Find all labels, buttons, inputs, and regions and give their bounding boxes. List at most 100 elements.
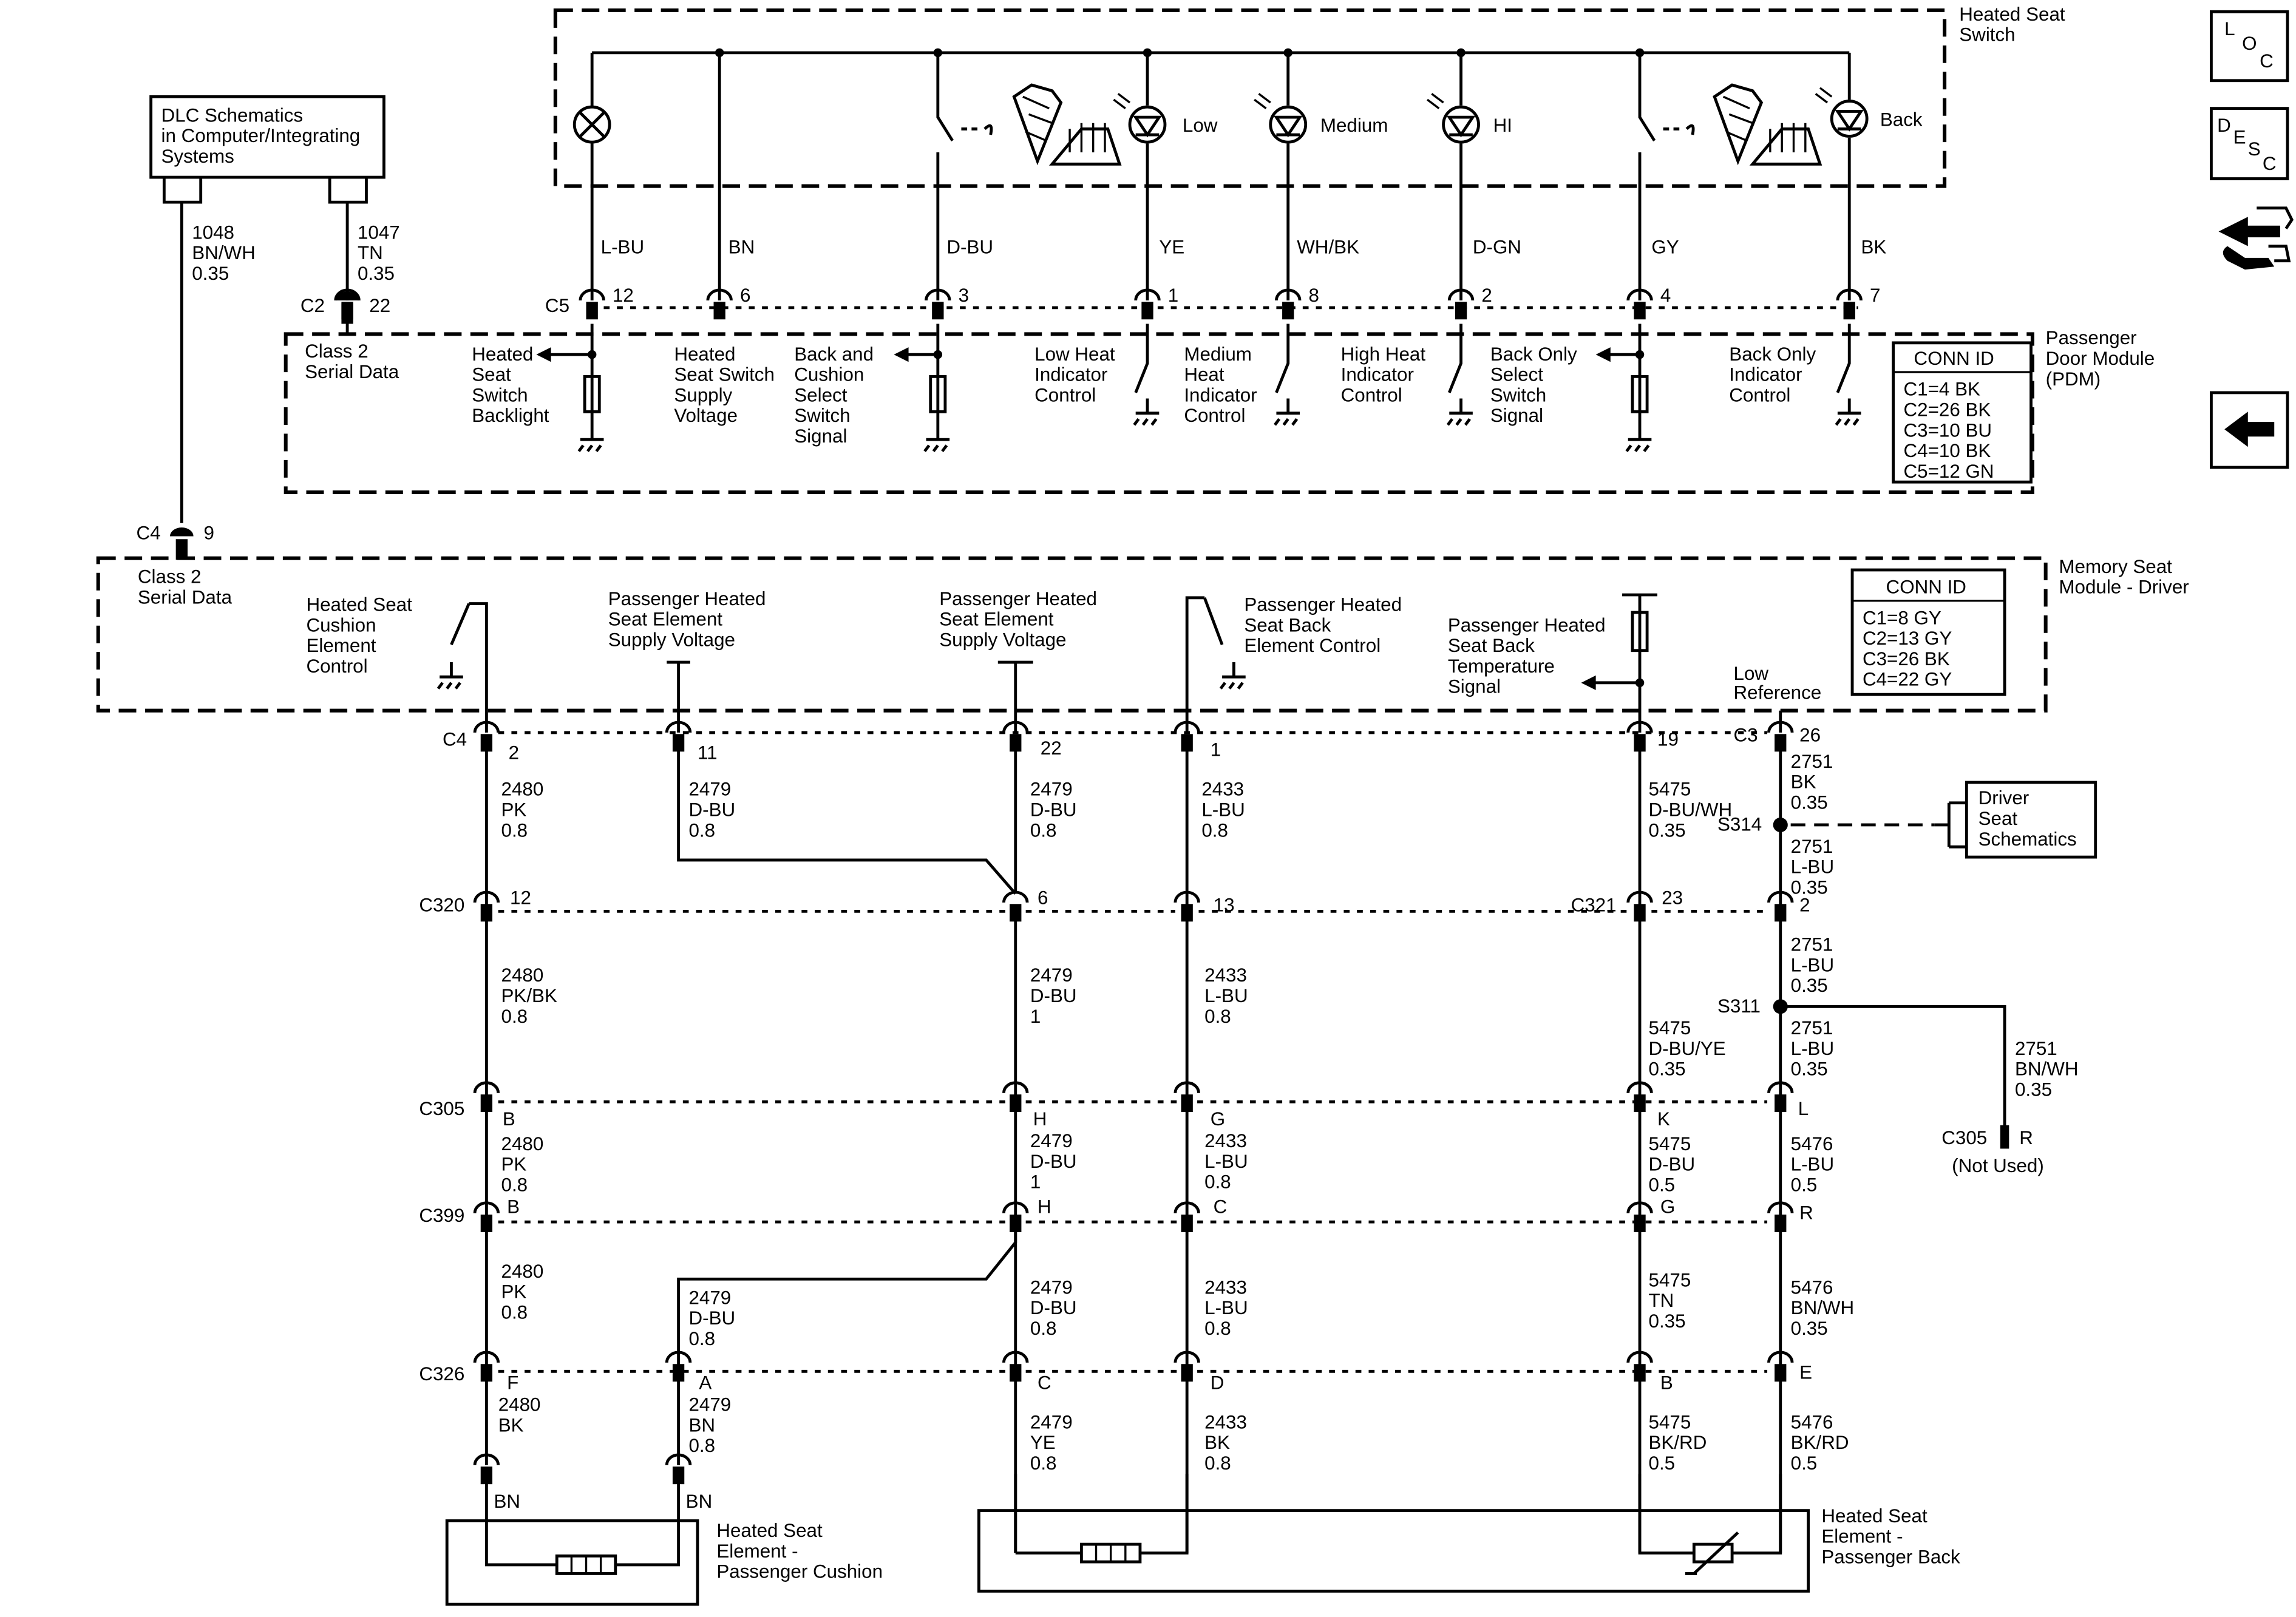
dlc-schematics-box[interactable]: DLC Schematics in Computer/Integrating S… bbox=[149, 95, 385, 179]
svg-text:Seat Back: Seat Back bbox=[1244, 614, 1331, 636]
desc-button[interactable]: D E S C bbox=[2210, 107, 2289, 180]
switch-title-2: Switch bbox=[1959, 24, 2015, 46]
pdm-function-label: Indicator bbox=[1729, 364, 1802, 385]
svg-text:C2=13 GY: C2=13 GY bbox=[1863, 628, 1952, 649]
seat-heat-icon-2 bbox=[1713, 83, 1822, 166]
svg-text:S311: S311 bbox=[1717, 995, 1761, 1017]
wire-label: L-BU bbox=[1791, 1038, 1834, 1059]
svg-text:Driver: Driver bbox=[1978, 787, 2029, 808]
svg-text:Seat Element: Seat Element bbox=[608, 609, 723, 630]
svg-text:Signal: Signal bbox=[1448, 676, 1501, 697]
svg-text:Element: Element bbox=[306, 635, 376, 656]
wire-label: 2479 bbox=[1030, 1411, 1073, 1432]
svg-text:C399: C399 bbox=[419, 1205, 464, 1226]
wire-label: 0.35 bbox=[1649, 1310, 1686, 1332]
passenger-door-module: Passenger Door Module (PDM) C5 C2 22 Cla… bbox=[284, 237, 2155, 495]
c5-label: C5 bbox=[545, 295, 569, 316]
wire-label: 2433 bbox=[1204, 1276, 1247, 1298]
svg-text:in Computer/Integrating: in Computer/Integrating bbox=[161, 125, 361, 146]
svg-text:Passenger Back: Passenger Back bbox=[1821, 1547, 1960, 1568]
wire-label: 5475 bbox=[1649, 1017, 1691, 1039]
svg-text:C: C bbox=[1214, 1196, 1228, 1218]
pdm-function-label: Back and bbox=[794, 344, 874, 365]
switch-title-1: Heated Seat bbox=[1959, 4, 2065, 25]
svg-text:D: D bbox=[2217, 115, 2231, 136]
svg-text:BN: BN bbox=[686, 1491, 713, 1512]
wire-label: 0.8 bbox=[688, 1328, 715, 1349]
msm-conn-id-table: CONN ID C1=8 GY C2=13 GY C3=26 BK C4=22 … bbox=[1850, 568, 2006, 696]
harness-connector bbox=[1767, 1351, 1794, 1382]
wire-label: 2480 bbox=[501, 1261, 544, 1282]
wire-label: BK bbox=[498, 1414, 524, 1436]
wire-label: 2751 bbox=[1791, 836, 1833, 857]
svg-text:A: A bbox=[699, 1372, 712, 1393]
wire-label: 0.5 bbox=[1649, 1174, 1676, 1195]
harness-connector bbox=[1626, 720, 1653, 752]
svg-text:Seat: Seat bbox=[1978, 808, 2018, 829]
wire-label: 0.8 bbox=[1030, 1318, 1057, 1339]
svg-text:1048: 1048 bbox=[192, 222, 234, 243]
svg-text:Supply Voltage: Supply Voltage bbox=[939, 629, 1066, 650]
svg-text:R: R bbox=[2019, 1127, 2033, 1148]
pdm-function-label: Signal bbox=[794, 425, 847, 447]
pdm-c5-pin-connector bbox=[1275, 288, 1302, 320]
harness-connector bbox=[1173, 720, 1200, 752]
wire-label: 5476 bbox=[1791, 1133, 1833, 1154]
svg-text:CONN ID: CONN ID bbox=[1886, 577, 1966, 598]
pdm-wire-color: L-BU bbox=[601, 237, 644, 258]
pdm-pin-number: 12 bbox=[613, 285, 634, 306]
pdm-function-label: Signal bbox=[1490, 405, 1543, 426]
svg-text:S314: S314 bbox=[1717, 814, 1762, 835]
svg-text:12: 12 bbox=[510, 887, 531, 908]
svg-text:Heated Seat: Heated Seat bbox=[716, 1520, 823, 1541]
svg-text:Temperature: Temperature bbox=[1448, 656, 1555, 677]
wire-label: PK bbox=[501, 1281, 527, 1303]
svg-text:23: 23 bbox=[1662, 887, 1683, 908]
pdm-c5-pin-connector bbox=[706, 288, 733, 320]
svg-text:C2=26 BK: C2=26 BK bbox=[1904, 399, 1991, 421]
loc-button[interactable]: L O C bbox=[2210, 10, 2289, 83]
back-led-icon bbox=[1815, 87, 1869, 138]
pdm-wire-color: BK bbox=[1861, 237, 1887, 258]
lamp-label-medium: Medium bbox=[1320, 115, 1388, 136]
pdm-function-label: Switch bbox=[472, 384, 528, 405]
svg-text:F: F bbox=[507, 1372, 518, 1393]
lamp-label-hi: HI bbox=[1493, 115, 1512, 136]
driver-seat-schematics-box[interactable]: Driver Seat Schematics bbox=[1965, 781, 2097, 859]
svg-text:19: 19 bbox=[1657, 729, 1679, 750]
pdm-pin-number: 8 bbox=[1309, 285, 1319, 306]
wire-label: D-BU bbox=[1030, 1151, 1077, 1172]
pdm-function-label: Back Only bbox=[1490, 344, 1577, 365]
pdm-function-label: Seat Switch bbox=[674, 364, 775, 385]
wire-label: 0.8 bbox=[1030, 819, 1057, 841]
svg-text:Schematics: Schematics bbox=[1978, 829, 2077, 850]
lamp-label-back: Back bbox=[1880, 109, 1923, 131]
svg-text:C4=10 BK: C4=10 BK bbox=[1904, 440, 1991, 461]
svg-text:Seat Element: Seat Element bbox=[939, 609, 1054, 630]
pdm-function-label: Switch bbox=[1490, 384, 1546, 405]
wire-label: 0.8 bbox=[501, 1174, 528, 1195]
pdm-function-label: Switch bbox=[794, 405, 850, 426]
back-arrow-button[interactable] bbox=[2210, 391, 2289, 469]
wire-label: L-BU bbox=[1791, 1154, 1834, 1175]
medium-led-icon bbox=[1254, 93, 1308, 144]
svg-text:C: C bbox=[1038, 1372, 1051, 1393]
wire-label: 5475 bbox=[1649, 1269, 1691, 1290]
wire-label: L-BU bbox=[1791, 954, 1834, 975]
heated-seat-element-passenger-cushion: BN BN Heated Seat Element - Passenger Cu… bbox=[445, 1474, 883, 1606]
svg-text:Passenger Heated: Passenger Heated bbox=[1244, 594, 1402, 615]
pdm-pin-number: 3 bbox=[959, 285, 969, 306]
wire-label: 2479 bbox=[688, 1394, 731, 1415]
svg-text:Low: Low bbox=[1734, 663, 1769, 684]
connector-view-icon[interactable] bbox=[2218, 206, 2294, 270]
wire-label: PK bbox=[501, 799, 527, 820]
harness-connector bbox=[1767, 720, 1794, 752]
backlight-lamp-icon bbox=[572, 105, 611, 144]
wire-label: 2433 bbox=[1204, 1130, 1247, 1151]
wire-label: L-BU bbox=[1791, 856, 1834, 878]
wire-label: 2479 bbox=[1030, 964, 1073, 986]
svg-text:H: H bbox=[1033, 1108, 1047, 1130]
wire-label: 5476 bbox=[1791, 1411, 1833, 1432]
memory-seat-module: Memory Seat Module - Driver Class 2 Seri… bbox=[96, 556, 2189, 733]
